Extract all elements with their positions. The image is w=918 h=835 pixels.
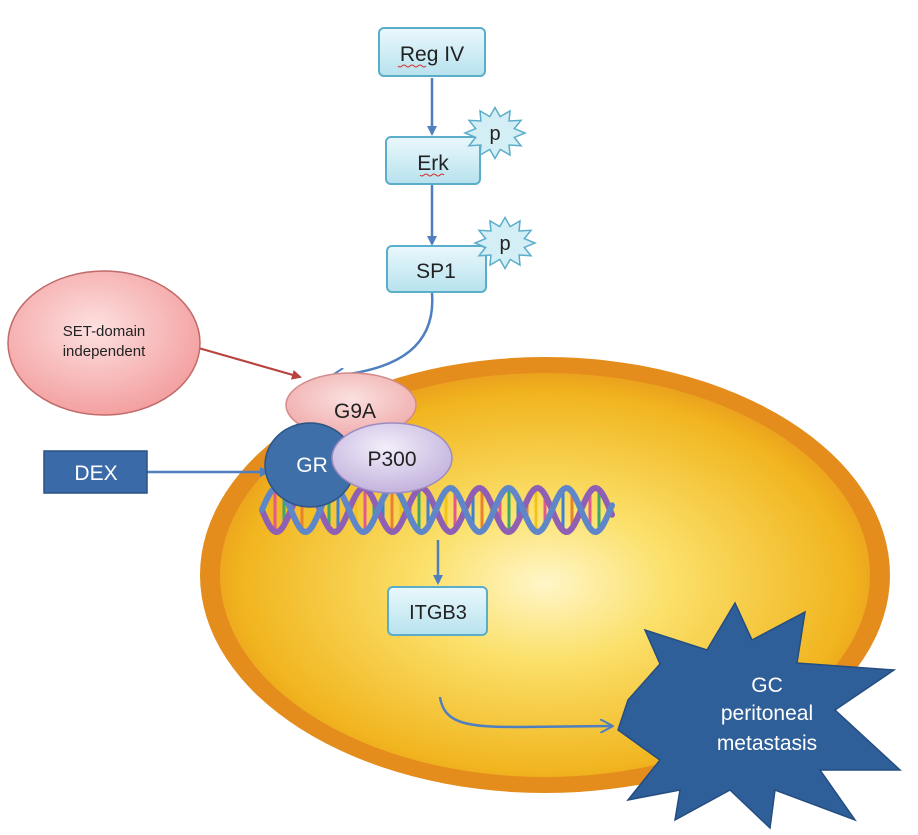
itgb3-node: ITGB3 (387, 586, 488, 636)
arrow-set-to-g9a (194, 345, 302, 380)
gr-node: GR (264, 422, 356, 508)
sp1-phospho-badge: p (473, 215, 537, 271)
itgb3-label: ITGB3 (409, 602, 467, 624)
spell-underline (397, 64, 427, 68)
erk-phospho-badge: p (463, 105, 527, 161)
dna-strand (259, 484, 615, 536)
p300-label: P300 (367, 448, 416, 471)
burst-star-shape (617, 601, 902, 830)
g9a-label: G9A (334, 400, 376, 423)
p300-node: P300 (331, 422, 453, 494)
spell-underline (419, 173, 445, 177)
outcome-label-line3: metastasis (717, 732, 817, 755)
erk-node: Erk (385, 136, 481, 185)
arrow-itgb3-to-metastasis (438, 696, 612, 727)
reg-iv-label: Reg IV (400, 43, 464, 66)
erk-label: Erk (417, 152, 449, 175)
set-domain-label-line1: SET-domain (63, 323, 146, 340)
outcome-label-line1: GC (751, 674, 783, 697)
sp1-phospho-label: p (499, 233, 510, 255)
set-domain-label-line2: independent (63, 343, 146, 360)
reg-iv-node: Reg IV (378, 27, 486, 77)
dex-node: DEX (43, 450, 148, 494)
metastasis-outcome-node: GC peritoneal metastasis (617, 601, 902, 830)
dex-label: DEX (74, 462, 117, 485)
set-domain-node: SET-domain independent (7, 270, 201, 416)
g9a-node: G9A (285, 372, 417, 438)
erk-phospho-label: p (489, 123, 500, 145)
sp1-node: SP1 (386, 245, 487, 293)
outcome-label-line2: peritoneal (721, 702, 813, 725)
arrow-sp1-to-g9a (332, 292, 434, 376)
gr-label: GR (296, 454, 328, 477)
sp1-label: SP1 (416, 260, 456, 283)
